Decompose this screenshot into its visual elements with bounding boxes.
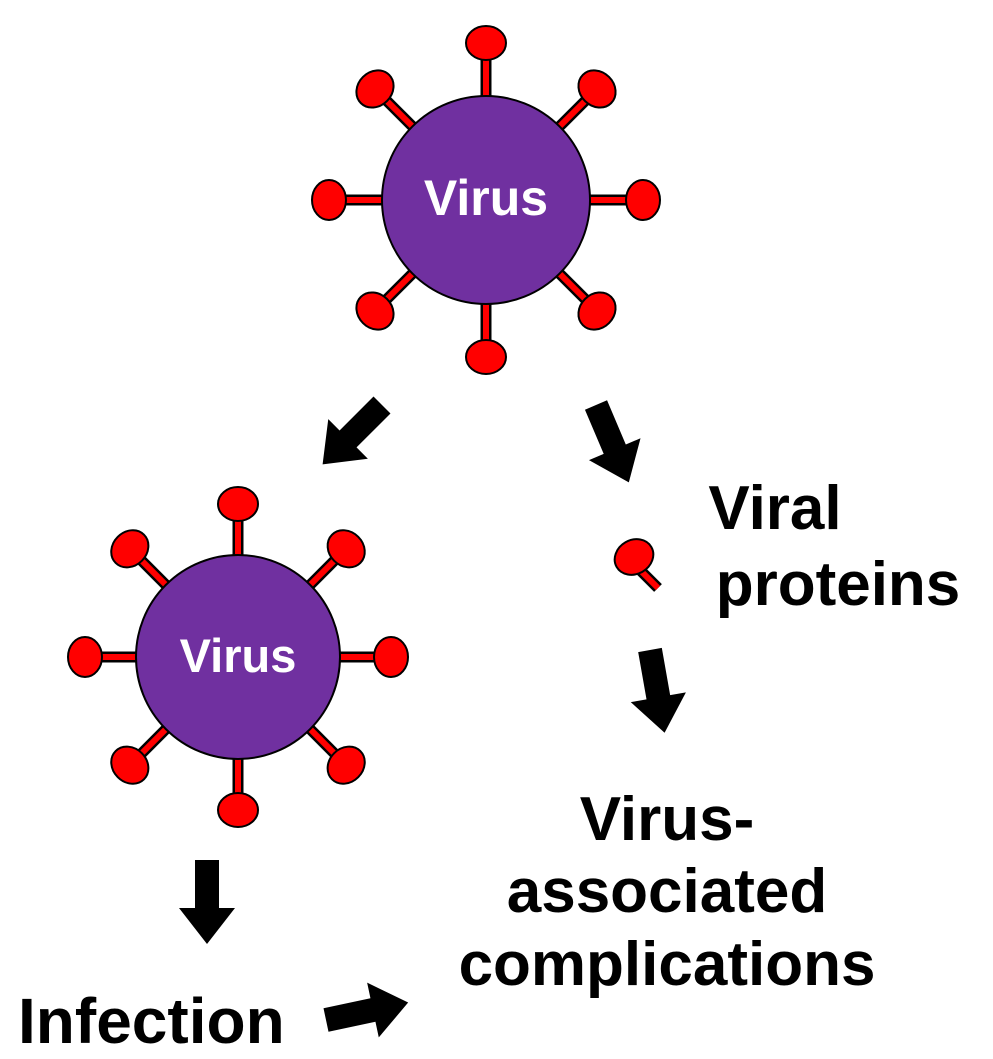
virus-body xyxy=(381,95,591,305)
spike-head xyxy=(311,179,347,221)
spike-head xyxy=(355,291,395,331)
spike-head xyxy=(217,486,259,522)
spike-head xyxy=(625,179,661,221)
spike-stem xyxy=(305,724,338,757)
spike-stem xyxy=(138,724,171,757)
spike-stem xyxy=(138,557,171,590)
spike-stem xyxy=(383,97,418,132)
spike-head xyxy=(110,745,150,785)
spike-head xyxy=(326,745,366,785)
viral-proteins-label-line2: proteins xyxy=(716,550,961,619)
spike-stem xyxy=(383,268,418,303)
virus-bottom-label: Virus xyxy=(180,629,297,682)
arrow-icon xyxy=(584,400,641,483)
spike-head xyxy=(67,636,103,678)
infection-label: Infection xyxy=(18,985,285,1057)
spike-head xyxy=(465,339,507,375)
spike-head xyxy=(577,69,617,109)
viral-proteins-label-line1: Viral xyxy=(708,474,841,543)
arrow-icon xyxy=(179,860,235,944)
spike-stem xyxy=(554,97,589,132)
virus-top-label: Virus xyxy=(424,170,548,226)
complications-label-line2: associated xyxy=(507,857,828,926)
complications-label-line3: complications xyxy=(459,930,876,999)
spike-head xyxy=(355,69,395,109)
spike-head xyxy=(577,291,617,331)
spike-head xyxy=(110,529,150,569)
spike-head xyxy=(465,25,507,61)
arrow-icon xyxy=(323,982,409,1038)
spike-stem xyxy=(554,268,589,303)
arrow-icon xyxy=(630,647,686,733)
arrow-icon xyxy=(322,396,391,465)
virus-bottom-icon xyxy=(67,486,409,828)
spike-head xyxy=(217,792,259,828)
virus-body xyxy=(135,554,341,760)
spike-head xyxy=(326,529,366,569)
viral-protein-icon xyxy=(613,538,662,592)
spike-stem xyxy=(305,557,338,590)
virus-top-icon xyxy=(311,25,661,375)
spike-head xyxy=(373,636,409,678)
complications-label-line1: Virus- xyxy=(580,785,755,854)
